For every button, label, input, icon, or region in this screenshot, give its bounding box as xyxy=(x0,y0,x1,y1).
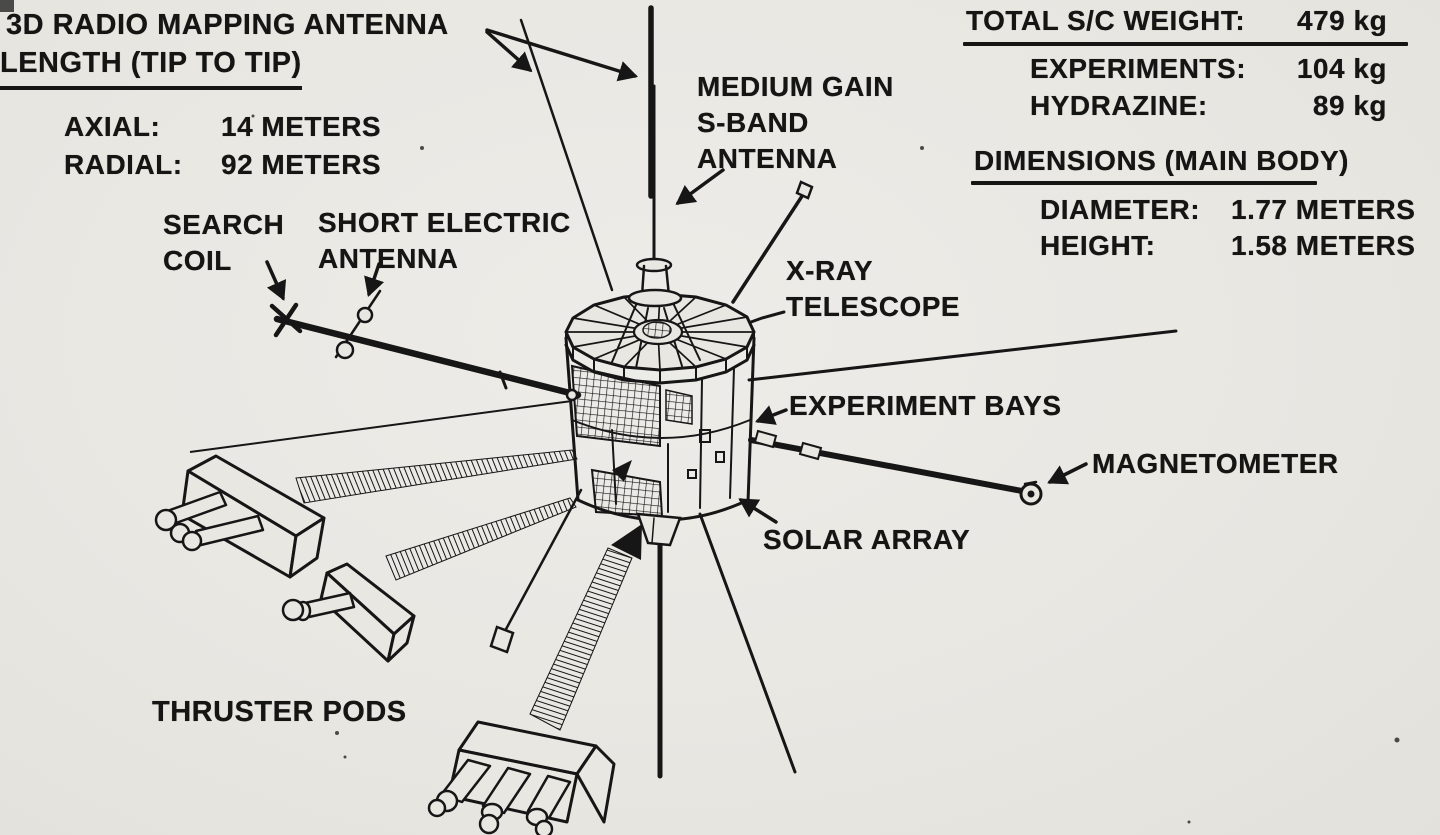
x-ray-telescope-boom xyxy=(731,188,808,304)
experiments-weight-label: EXPERIMENTS: xyxy=(1030,53,1247,84)
callout-leaders xyxy=(265,28,1088,524)
pod3-nozzle-1 xyxy=(439,758,492,804)
magnetometer-boom xyxy=(748,437,1025,494)
thrust-plume-lower xyxy=(529,547,633,731)
leader-magnetometer xyxy=(1047,462,1088,485)
pod1-nozzle-cap-1 xyxy=(154,508,178,532)
radial-length-label: RADIAL: xyxy=(64,149,183,180)
radial-length-value: 92 METERS xyxy=(221,149,382,180)
thruster-pod-bottom xyxy=(427,720,616,835)
dimensions-underline xyxy=(971,181,1317,185)
axial-length-label: AXIAL: xyxy=(64,111,161,142)
lower-boom-anchor xyxy=(612,460,632,482)
medium-gain-antenna-label-line2: S-BAND xyxy=(697,107,809,138)
leader-search-coil xyxy=(265,260,287,301)
search-coil-label-line2: COIL xyxy=(163,245,232,276)
leader-x-ray xyxy=(749,310,786,324)
pod3-nozzle-3 xyxy=(526,774,572,820)
radial-antenna-right-line xyxy=(747,329,1178,382)
lower-left-boom-tip-device xyxy=(489,625,515,654)
thrust-plume-upper xyxy=(295,449,578,504)
height-label: HEIGHT: xyxy=(1040,230,1156,261)
axial-length-value: 14 METERS xyxy=(221,111,382,142)
experiments-weight-value: 104 kg xyxy=(1296,53,1387,84)
x-ray-telescope-label-line2: TELESCOPE xyxy=(786,291,961,322)
total-weight-label: TOTAL S/C WEIGHT: xyxy=(966,5,1246,36)
leader-solar-array xyxy=(738,498,778,524)
dimensions-title: DIMENSIONS (MAIN BODY) xyxy=(974,145,1349,176)
pod-guide-line xyxy=(189,400,573,453)
search-coil-marker xyxy=(269,302,303,338)
radio-antenna-title: 3D RADIO MAPPING ANTENNA xyxy=(6,9,449,41)
scan-specks xyxy=(0,0,1400,824)
thrust-plumes xyxy=(189,400,642,731)
solar-array-patch-right xyxy=(665,389,693,425)
left-boom-attach-fitting xyxy=(565,388,579,402)
total-weight-value: 479 kg xyxy=(1297,5,1388,36)
thruster-pods-drawing xyxy=(154,454,616,835)
thruster-pods-label: THRUSTER PODS xyxy=(152,696,407,728)
hydrazine-weight-label: HYDRAZINE: xyxy=(1030,90,1208,121)
body-detail-box-2 xyxy=(715,451,725,463)
radio-antenna-subtitle: LENGTH (TIP TO TIP) xyxy=(0,47,302,91)
leader-medium-gain xyxy=(675,168,725,205)
spacecraft-body xyxy=(564,257,756,547)
short-electric-antenna-label-line1: SHORT ELECTRIC xyxy=(318,207,571,238)
solar-array-band-upper xyxy=(570,364,661,448)
pod1-nozzle-cap-3 xyxy=(181,530,203,552)
radial-antenna-lower-right-line xyxy=(698,512,797,774)
leader-radio-antenna-2 xyxy=(485,28,639,82)
search-coil-label-line1: SEARCH xyxy=(163,209,285,240)
total-weight-underline xyxy=(963,42,1408,46)
body-detail-box-1 xyxy=(699,429,711,443)
radial-antenna-upper-left-line xyxy=(519,18,614,292)
thrust-direction-arrowhead xyxy=(611,524,642,560)
magnetometer-boom-root-collar xyxy=(753,429,778,449)
body-left-edge xyxy=(564,336,580,502)
thruster-pod-middle xyxy=(281,562,416,663)
x-ray-telescope-tip xyxy=(795,180,814,200)
left-radial-boom xyxy=(273,315,582,399)
thrust-plume-middle xyxy=(385,497,577,581)
solar-array-band-lower xyxy=(590,468,664,518)
pod3-nozzle-cap-3b xyxy=(534,819,554,835)
hub-mesh-drum xyxy=(642,321,672,339)
leader-experiment-bays xyxy=(755,405,788,425)
diameter-label: DIAMETER: xyxy=(1040,194,1201,225)
pod3-nozzle-cap-2b xyxy=(478,813,500,835)
bottom-cone xyxy=(636,512,682,547)
booms-and-antennas xyxy=(269,5,1178,779)
leader-radio-antenna-1 xyxy=(485,30,533,73)
short-electric-antenna-label-line2: ANTENNA xyxy=(318,243,459,274)
thruster-pod-upper-left xyxy=(154,454,326,579)
magnetometer-sensor xyxy=(1019,480,1043,506)
diameter-value: 1.77 METERS xyxy=(1231,194,1416,225)
pod3-nozzle-cap-1b xyxy=(427,798,447,818)
pod2-nozzle-ring xyxy=(281,598,305,622)
medium-gain-antenna-label-line1: MEDIUM GAIN xyxy=(697,71,894,102)
height-value: 1.58 METERS xyxy=(1231,230,1416,261)
medium-gain-antenna-label-line3: ANTENNA xyxy=(697,143,838,174)
x-ray-telescope-label-line1: X-RAY xyxy=(786,255,874,286)
leader-short-electric xyxy=(364,262,385,297)
solar-array-label: SOLAR ARRAY xyxy=(763,524,971,555)
lower-left-boom xyxy=(503,488,583,633)
magnetometer-label: MAGNETOMETER xyxy=(1092,448,1339,479)
pod3-nozzle-2 xyxy=(481,766,532,815)
short-electric-antenna-marker xyxy=(334,289,382,360)
body-detail-box-3 xyxy=(687,469,697,479)
left-boom-joint-tick xyxy=(498,370,508,390)
magnetometer-boom-collar xyxy=(798,441,823,461)
hydrazine-weight-value: 89 kg xyxy=(1312,90,1387,121)
experiment-bays-label: EXPERIMENT BAYS xyxy=(789,390,1062,421)
